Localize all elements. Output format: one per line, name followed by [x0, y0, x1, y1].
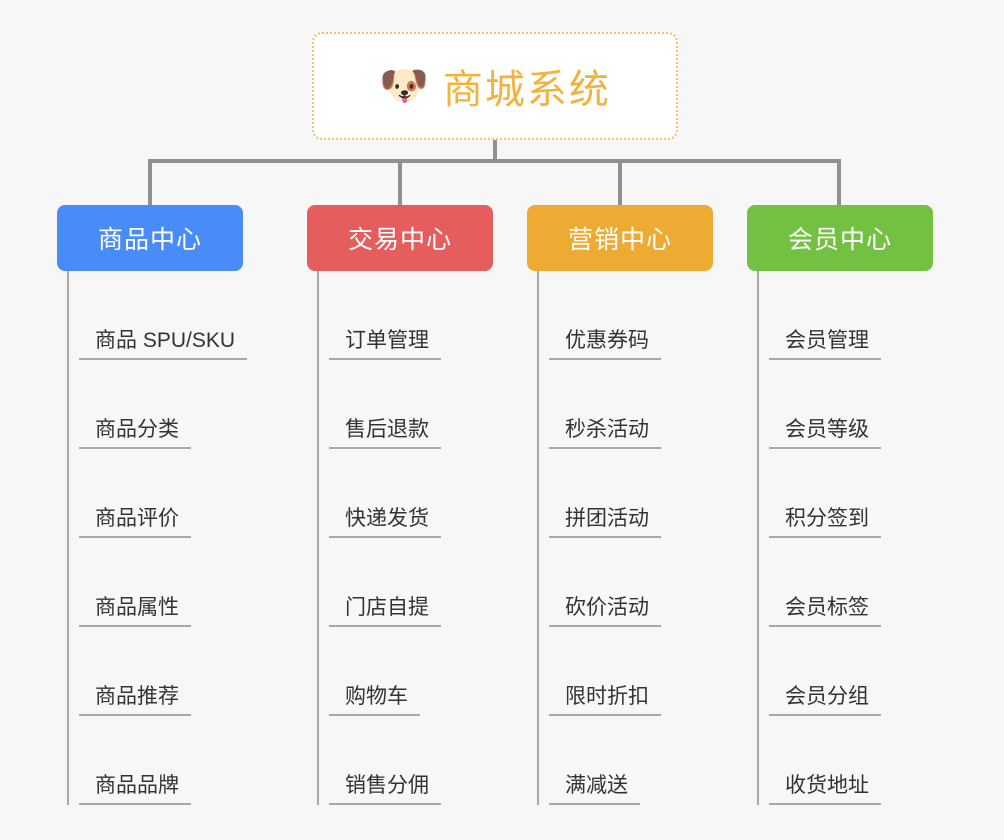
list-item[interactable]: 会员标签: [759, 538, 933, 627]
list-item-label: 会员管理: [769, 329, 881, 360]
connector-root-stem: [493, 140, 497, 162]
connector-drop-marketing-center: [618, 159, 622, 206]
list-item-label: 会员分组: [769, 685, 881, 716]
list-item-label: 订单管理: [329, 329, 441, 360]
list-item[interactable]: 积分签到: [759, 449, 933, 538]
list-item-label: 积分签到: [769, 507, 881, 538]
branch-marketing-center: 营销中心 优惠券码 秒杀活动 拼团活动 砍价活动 限时折扣 满减送: [527, 205, 713, 805]
list-item[interactable]: 秒杀活动: [539, 360, 713, 449]
child-list-marketing-center: 优惠券码 秒杀活动 拼团活动 砍价活动 限时折扣 满减送: [537, 271, 713, 805]
list-item-label: 销售分佣: [329, 774, 441, 805]
list-item-label: 商品分类: [79, 418, 191, 449]
connector-horizontal-bus: [148, 159, 841, 163]
category-header-label: 会员中心: [787, 226, 892, 254]
list-item[interactable]: 会员等级: [759, 360, 933, 449]
list-item-label: 门店自提: [329, 596, 441, 627]
list-item-label: 秒杀活动: [549, 418, 661, 449]
list-item[interactable]: 快递发货: [319, 449, 493, 538]
list-item-label: 商品 SPU/SKU: [79, 329, 248, 360]
list-item[interactable]: 购物车: [319, 627, 493, 716]
list-item[interactable]: 拼团活动: [539, 449, 713, 538]
category-header-label: 商品中心: [97, 226, 202, 254]
category-header-label: 营销中心: [567, 226, 672, 254]
list-item-label: 会员等级: [769, 418, 881, 449]
category-header-label: 交易中心: [347, 226, 452, 254]
list-item-label: 会员标签: [769, 596, 881, 627]
list-item-label: 购物车: [329, 685, 420, 716]
list-item[interactable]: 门店自提: [319, 538, 493, 627]
list-item[interactable]: 限时折扣: [539, 627, 713, 716]
connector-drop-member-center: [837, 159, 841, 206]
list-item[interactable]: 优惠券码: [539, 271, 713, 360]
branch-product-center: 商品中心 商品 SPU/SKU 商品分类 商品评价 商品属性 商品推荐 商品品牌: [57, 205, 248, 805]
list-item-label: 优惠券码: [549, 329, 661, 360]
list-item[interactable]: 订单管理: [319, 271, 493, 360]
list-item-label: 商品评价: [79, 507, 191, 538]
list-item-label: 拼团活动: [549, 507, 661, 538]
list-item[interactable]: 商品评价: [69, 449, 243, 538]
list-item[interactable]: 商品 SPU/SKU: [69, 271, 248, 360]
list-item[interactable]: 会员分组: [759, 627, 933, 716]
list-item[interactable]: 销售分佣: [319, 716, 493, 805]
list-item-label: 砍价活动: [549, 596, 661, 627]
list-item[interactable]: 商品分类: [69, 360, 243, 449]
list-item[interactable]: 商品品牌: [69, 716, 243, 805]
list-item[interactable]: 砍价活动: [539, 538, 713, 627]
list-item-label: 售后退款: [329, 418, 441, 449]
child-list-product-center: 商品 SPU/SKU 商品分类 商品评价 商品属性 商品推荐 商品品牌: [67, 271, 248, 805]
category-header-trade-center[interactable]: 交易中心: [307, 205, 493, 271]
category-header-product-center[interactable]: 商品中心: [57, 205, 243, 271]
child-list-member-center: 会员管理 会员等级 积分签到 会员标签 会员分组 收货地址: [757, 271, 933, 805]
branch-trade-center: 交易中心 订单管理 售后退款 快递发货 门店自提 购物车 销售分佣: [307, 205, 493, 805]
list-item-label: 商品品牌: [79, 774, 191, 805]
list-item[interactable]: 商品属性: [69, 538, 243, 627]
category-header-member-center[interactable]: 会员中心: [747, 205, 933, 271]
branch-member-center: 会员中心 会员管理 会员等级 积分签到 会员标签 会员分组 收货地址: [747, 205, 933, 805]
connector-drop-product-center: [148, 159, 152, 206]
list-item[interactable]: 售后退款: [319, 360, 493, 449]
shiba-dog-face-icon: 🐶: [379, 64, 429, 108]
list-item-label: 快递发货: [329, 507, 441, 538]
list-item[interactable]: 收货地址: [759, 716, 933, 805]
category-header-marketing-center[interactable]: 营销中心: [527, 205, 713, 271]
root-node-title: 商城系统: [442, 68, 611, 112]
list-item[interactable]: 会员管理: [759, 271, 933, 360]
connector-drop-trade-center: [398, 159, 402, 206]
list-item-label: 收货地址: [769, 774, 881, 805]
list-item-label: 限时折扣: [549, 685, 661, 716]
root-node[interactable]: 🐶 商城系统: [312, 32, 678, 140]
list-item-label: 满减送: [549, 774, 640, 805]
child-list-trade-center: 订单管理 售后退款 快递发货 门店自提 购物车 销售分佣: [317, 271, 493, 805]
list-item[interactable]: 商品推荐: [69, 627, 243, 716]
list-item-label: 商品推荐: [79, 685, 191, 716]
list-item-label: 商品属性: [79, 596, 191, 627]
list-item[interactable]: 满减送: [539, 716, 713, 805]
